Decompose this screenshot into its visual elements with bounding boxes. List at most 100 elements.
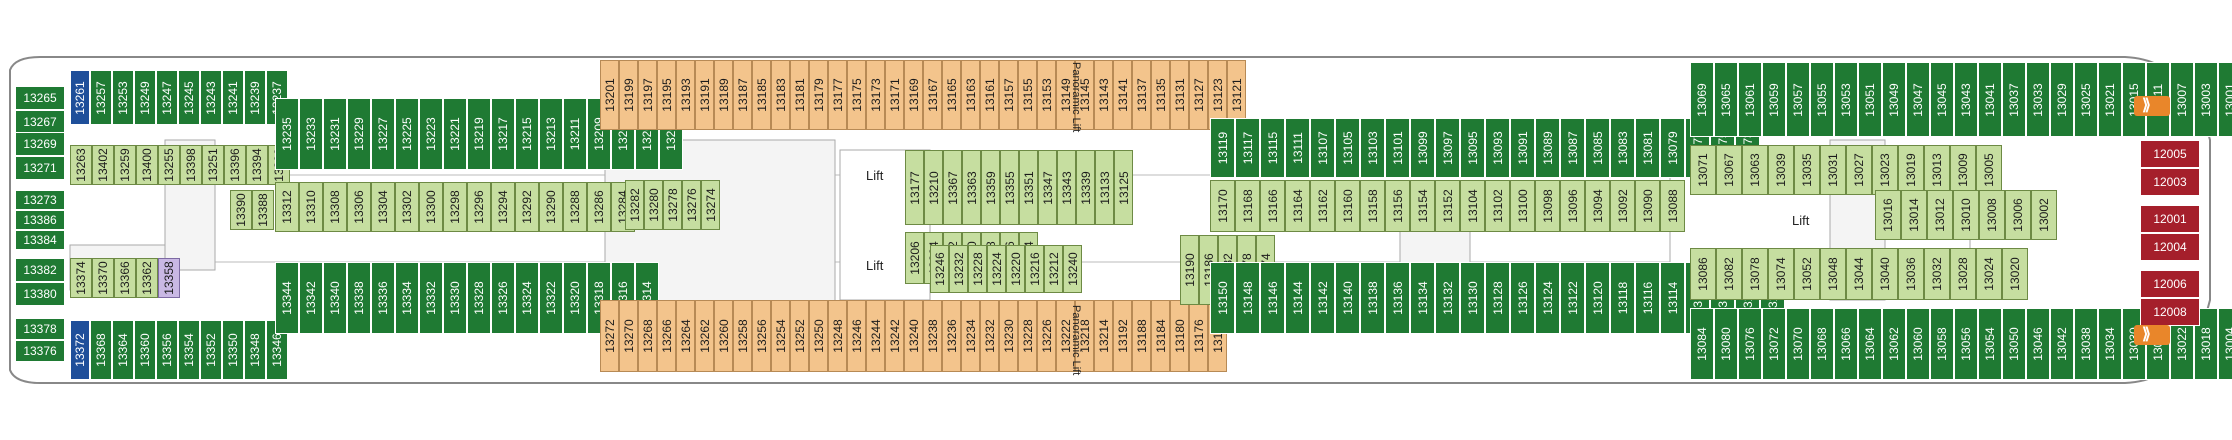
cabin-13052[interactable]: 13052 bbox=[1794, 248, 1820, 300]
cabin-13124[interactable]: 13124 bbox=[1535, 262, 1560, 334]
cabin-13282[interactable]: 13282 bbox=[625, 180, 644, 230]
cabin-13356[interactable]: 13356 bbox=[156, 320, 178, 380]
cabin-13061[interactable]: 13061 bbox=[1738, 62, 1762, 137]
cabin-13177[interactable]: 13177 bbox=[905, 150, 924, 225]
cabin-13201[interactable]: 13201 bbox=[600, 60, 619, 130]
cabin-13021[interactable]: 13021 bbox=[2098, 62, 2122, 137]
cabin-13197[interactable]: 13197 bbox=[638, 60, 657, 130]
cabin-13324[interactable]: 13324 bbox=[515, 262, 539, 334]
cabin-13080[interactable]: 13080 bbox=[1714, 308, 1738, 380]
cabin-13251[interactable]: 13251 bbox=[202, 145, 224, 185]
cabin-13012[interactable]: 13012 bbox=[1927, 190, 1953, 240]
cabin-13125[interactable]: 13125 bbox=[1114, 150, 1133, 225]
cabin-13116[interactable]: 13116 bbox=[1635, 262, 1660, 334]
cabin-12004[interactable]: 12004 bbox=[2140, 233, 2200, 261]
cabin-13226[interactable]: 13226 bbox=[1037, 300, 1056, 372]
cabin-13362[interactable]: 13362 bbox=[136, 258, 158, 298]
cabin-13027[interactable]: 13027 bbox=[1846, 145, 1872, 195]
cabin-13272[interactable]: 13272 bbox=[600, 300, 619, 372]
cabin-13086[interactable]: 13086 bbox=[1690, 248, 1716, 300]
cabin-13062[interactable]: 13062 bbox=[1882, 308, 1906, 380]
cabin-13219[interactable]: 13219 bbox=[467, 98, 491, 170]
cabin-13355[interactable]: 13355 bbox=[1000, 150, 1019, 225]
cabin-13160[interactable]: 13160 bbox=[1335, 180, 1360, 232]
cabin-13215[interactable]: 13215 bbox=[515, 98, 539, 170]
cabin-13067[interactable]: 13067 bbox=[1716, 145, 1742, 195]
cabin-13070[interactable]: 13070 bbox=[1786, 308, 1810, 380]
cabin-13163[interactable]: 13163 bbox=[961, 60, 980, 130]
cabin-13360[interactable]: 13360 bbox=[134, 320, 156, 380]
cabin-13350[interactable]: 13350 bbox=[222, 320, 244, 380]
cabin-13168[interactable]: 13168 bbox=[1235, 180, 1260, 232]
cabin-13270[interactable]: 13270 bbox=[619, 300, 638, 372]
cabin-13244[interactable]: 13244 bbox=[866, 300, 885, 372]
cabin-13218[interactable]: 13218 bbox=[1075, 300, 1094, 372]
cabin-13059[interactable]: 13059 bbox=[1762, 62, 1786, 137]
cabin-13165[interactable]: 13165 bbox=[942, 60, 961, 130]
cabin-13096[interactable]: 13096 bbox=[1560, 180, 1585, 232]
cabin-13074[interactable]: 13074 bbox=[1768, 248, 1794, 300]
cabin-13184[interactable]: 13184 bbox=[1151, 300, 1170, 372]
cabin-13240[interactable]: 13240 bbox=[1063, 245, 1082, 293]
cabin-13071[interactable]: 13071 bbox=[1690, 145, 1716, 195]
cabin-13094[interactable]: 13094 bbox=[1585, 180, 1610, 232]
cabin-13211[interactable]: 13211 bbox=[563, 98, 587, 170]
cabin-13231[interactable]: 13231 bbox=[323, 98, 347, 170]
cabin-13177[interactable]: 13177 bbox=[828, 60, 847, 130]
cabin-13024[interactable]: 13024 bbox=[1976, 248, 2002, 300]
cabin-13044[interactable]: 13044 bbox=[1846, 248, 1872, 300]
cabin-13217[interactable]: 13217 bbox=[491, 98, 515, 170]
cabin-13247[interactable]: 13247 bbox=[156, 70, 178, 125]
cabin-13312[interactable]: 13312 bbox=[275, 182, 299, 232]
cabin-13254[interactable]: 13254 bbox=[771, 300, 790, 372]
cabin-13364[interactable]: 13364 bbox=[112, 320, 134, 380]
cabin-13084[interactable]: 13084 bbox=[1690, 308, 1714, 380]
cabin-13057[interactable]: 13057 bbox=[1786, 62, 1810, 137]
cabin-13078[interactable]: 13078 bbox=[1742, 248, 1768, 300]
cabin-13320[interactable]: 13320 bbox=[563, 262, 587, 334]
cabin-13146[interactable]: 13146 bbox=[1260, 262, 1285, 334]
cabin-13153[interactable]: 13153 bbox=[1037, 60, 1056, 130]
cabin-13104[interactable]: 13104 bbox=[1460, 180, 1485, 232]
cabin-13085[interactable]: 13085 bbox=[1585, 118, 1610, 178]
cabin-13069[interactable]: 13069 bbox=[1690, 62, 1714, 137]
cabin-13023[interactable]: 13023 bbox=[1872, 145, 1898, 195]
cabin-13055[interactable]: 13055 bbox=[1810, 62, 1834, 137]
cabin-13079[interactable]: 13079 bbox=[1660, 118, 1685, 178]
cabin-13029[interactable]: 13029 bbox=[2050, 62, 2074, 137]
cabin-13025[interactable]: 13025 bbox=[2074, 62, 2098, 137]
cabin-13047[interactable]: 13047 bbox=[1906, 62, 1930, 137]
cabin-13248[interactable]: 13248 bbox=[828, 300, 847, 372]
cabin-13376[interactable]: 13376 bbox=[15, 340, 65, 362]
cabin-13220[interactable]: 13220 bbox=[1006, 245, 1025, 293]
cabin-13004[interactable]: 13004 bbox=[2218, 308, 2232, 380]
cabin-13034[interactable]: 13034 bbox=[2098, 308, 2122, 380]
cabin-13099[interactable]: 13099 bbox=[1410, 118, 1435, 178]
cabin-13003[interactable]: 13003 bbox=[2194, 62, 2218, 137]
cabin-13040[interactable]: 13040 bbox=[1872, 248, 1898, 300]
cabin-13227[interactable]: 13227 bbox=[371, 98, 395, 170]
cabin-13169[interactable]: 13169 bbox=[904, 60, 923, 130]
cabin-13358[interactable]: 13358 bbox=[158, 258, 180, 298]
cabin-13274[interactable]: 13274 bbox=[701, 180, 720, 230]
cabin-13374[interactable]: 13374 bbox=[70, 258, 92, 298]
cabin-13064[interactable]: 13064 bbox=[1858, 308, 1882, 380]
cabin-13045[interactable]: 13045 bbox=[1930, 62, 1954, 137]
cabin-13128[interactable]: 13128 bbox=[1485, 262, 1510, 334]
cabin-13081[interactable]: 13081 bbox=[1635, 118, 1660, 178]
cabin-12006[interactable]: 12006 bbox=[2140, 270, 2200, 298]
cabin-13232[interactable]: 13232 bbox=[980, 300, 999, 372]
cabin-13206[interactable]: 13206 bbox=[905, 232, 924, 284]
cabin-13367[interactable]: 13367 bbox=[943, 150, 962, 225]
cabin-13158[interactable]: 13158 bbox=[1360, 180, 1385, 232]
cabin-13195[interactable]: 13195 bbox=[657, 60, 676, 130]
cabin-13138[interactable]: 13138 bbox=[1360, 262, 1385, 334]
cabin-13016[interactable]: 13016 bbox=[1875, 190, 1901, 240]
cabin-13263[interactable]: 13263 bbox=[70, 145, 92, 185]
cabin-13060[interactable]: 13060 bbox=[1906, 308, 1930, 380]
cabin-13162[interactable]: 13162 bbox=[1310, 180, 1335, 232]
cabin-13340[interactable]: 13340 bbox=[323, 262, 347, 334]
cabin-13269[interactable]: 13269 bbox=[15, 132, 65, 156]
cabin-13185[interactable]: 13185 bbox=[752, 60, 771, 130]
cabin-13234[interactable]: 13234 bbox=[961, 300, 980, 372]
